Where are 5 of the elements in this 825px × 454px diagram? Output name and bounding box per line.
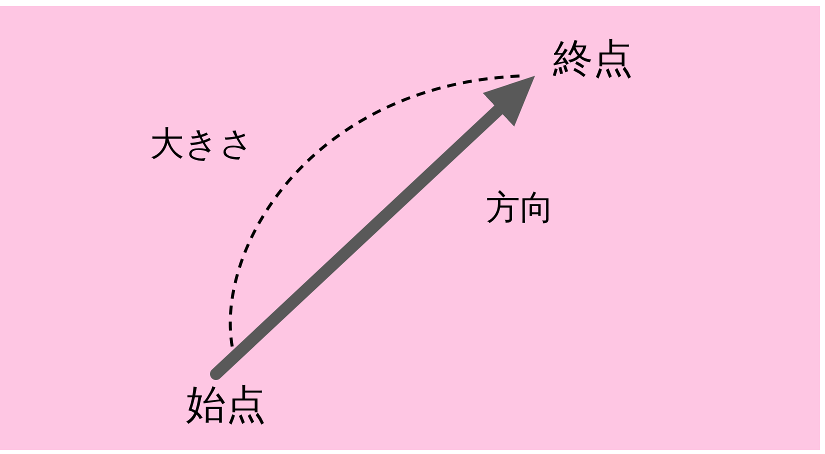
point-label: 始点	[186, 382, 266, 428]
annotation-label: 大きさ	[150, 124, 254, 164]
point-label: 終点	[553, 36, 633, 82]
vector-arrow	[210, 76, 535, 380]
annotation-label: 方向	[486, 188, 554, 228]
